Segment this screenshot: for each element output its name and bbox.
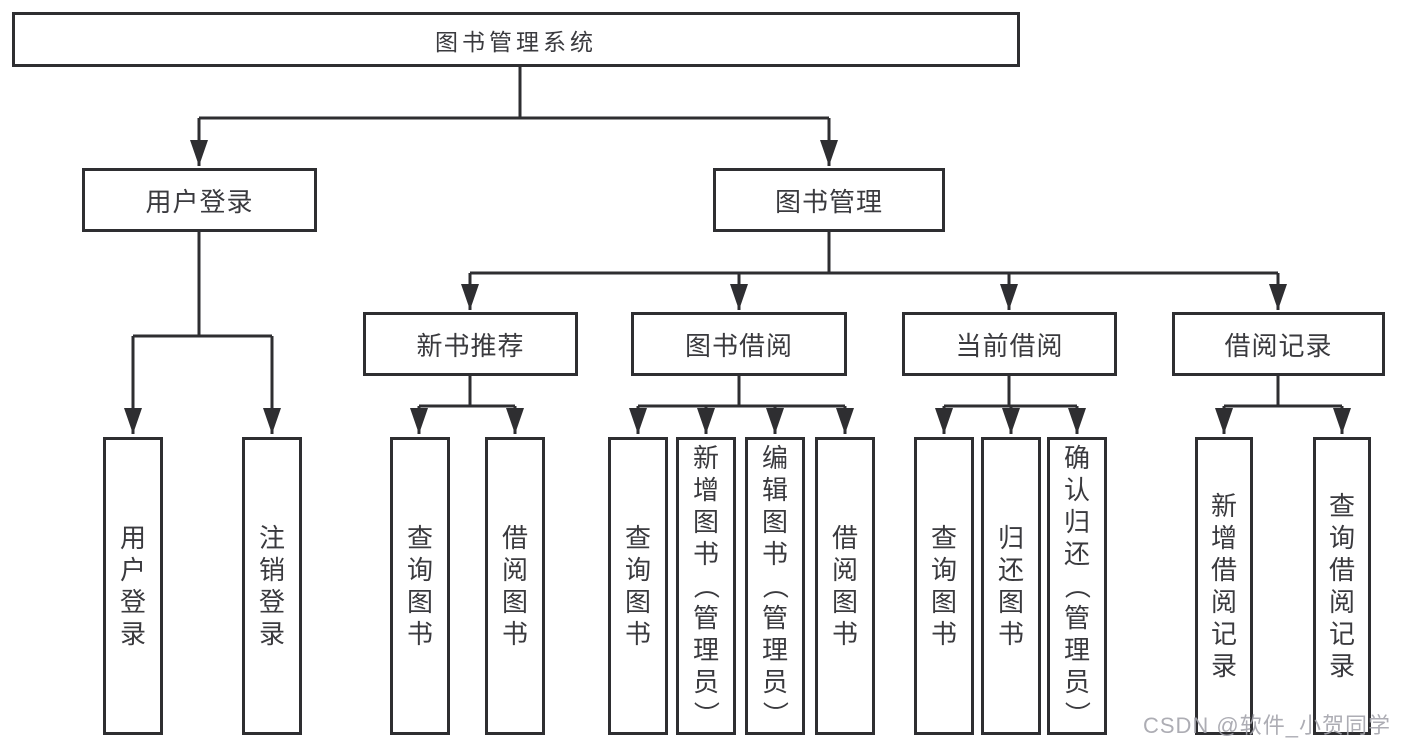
leaf-borrowing-edit-books-admin-label: 编辑图书（管理员）	[759, 443, 790, 728]
node-user-login-label: 用户登录	[145, 186, 254, 217]
leaf-user-login-label: 用户登录	[119, 523, 146, 649]
leaf-records-add-record: 新增借阅记录	[1195, 437, 1253, 735]
arrowhead-down-icon	[935, 408, 953, 434]
leaf-recommend-borrow-books-label: 借阅图书	[501, 523, 528, 649]
node-new-book-recommend-label: 新书推荐	[416, 330, 525, 361]
leaf-user-login: 用户登录	[103, 437, 163, 735]
arrowhead-down-icon	[766, 408, 784, 434]
leaf-current-query-books-label: 查询图书	[930, 523, 957, 649]
leaf-records-query-record-label: 查询借阅记录	[1328, 491, 1355, 681]
arrowhead-down-icon	[1000, 284, 1018, 310]
node-book-management: 图书管理	[713, 168, 945, 232]
leaf-current-query-books: 查询图书	[914, 437, 974, 735]
leaf-borrowing-edit-books-admin: 编辑图书（管理员）	[745, 437, 805, 735]
arrowhead-down-icon	[1002, 408, 1020, 434]
leaf-logout-label: 注销登录	[258, 523, 285, 649]
leaf-current-return-books: 归还图书	[981, 437, 1041, 735]
node-book-borrowing-label: 图书借阅	[684, 330, 793, 361]
arrowhead-down-icon	[1068, 408, 1086, 434]
node-current-borrowing: 当前借阅	[902, 312, 1117, 376]
arrowhead-down-icon	[1269, 284, 1287, 310]
leaf-logout: 注销登录	[242, 437, 302, 735]
arrowheads-group	[124, 140, 1351, 434]
node-library-system-label: 图书管理系统	[435, 28, 597, 55]
csdn-watermark: CSDN @软件_小贺同学	[1142, 713, 1391, 738]
node-library-system: 图书管理系统	[12, 12, 1020, 67]
leaf-recommend-borrow-books: 借阅图书	[485, 437, 545, 735]
leaf-borrowing-query-books: 查询图书	[608, 437, 668, 735]
arrowhead-down-icon	[124, 408, 142, 434]
arrowhead-down-icon	[190, 140, 208, 166]
leaf-records-query-record: 查询借阅记录	[1313, 437, 1371, 735]
node-borrowing-records-label: 借阅记录	[1224, 330, 1333, 361]
leaf-current-return-books-label: 归还图书	[997, 523, 1024, 649]
arrowhead-down-icon	[836, 408, 854, 434]
node-current-borrowing-label: 当前借阅	[955, 330, 1064, 361]
arrowhead-down-icon	[1215, 408, 1233, 434]
leaf-borrowing-borrow-books: 借阅图书	[815, 437, 875, 735]
arrowhead-down-icon	[820, 140, 838, 166]
arrowhead-down-icon	[730, 284, 748, 310]
node-new-book-recommend: 新书推荐	[363, 312, 578, 376]
node-book-borrowing: 图书借阅	[631, 312, 847, 376]
arrowhead-down-icon	[461, 284, 479, 310]
node-book-management-label: 图书管理	[774, 186, 883, 217]
leaf-current-confirm-return-admin-label: 确认归还（管理员）	[1061, 443, 1092, 728]
leaf-recommend-query-books: 查询图书	[390, 437, 450, 735]
tree-connector-path	[131, 67, 1344, 434]
arrowhead-down-icon	[697, 408, 715, 434]
leaf-borrowing-borrow-books-label: 借阅图书	[831, 523, 858, 649]
node-user-login: 用户登录	[82, 168, 317, 232]
arrowhead-down-icon	[629, 408, 647, 434]
node-borrowing-records: 借阅记录	[1172, 312, 1385, 376]
leaf-borrowing-add-books-admin-label: 新增图书（管理员）	[690, 443, 721, 728]
leaf-records-add-record-label: 新增借阅记录	[1210, 491, 1237, 681]
arrowhead-down-icon	[410, 408, 428, 434]
arrowhead-down-icon	[1333, 408, 1351, 434]
arrowhead-down-icon	[506, 408, 524, 434]
leaf-borrowing-query-books-label: 查询图书	[624, 523, 651, 649]
arrowhead-down-icon	[263, 408, 281, 434]
leaf-recommend-query-books-label: 查询图书	[406, 523, 433, 649]
leaf-borrowing-add-books-admin: 新增图书（管理员）	[676, 437, 736, 735]
leaf-current-confirm-return-admin: 确认归还（管理员）	[1047, 437, 1107, 735]
